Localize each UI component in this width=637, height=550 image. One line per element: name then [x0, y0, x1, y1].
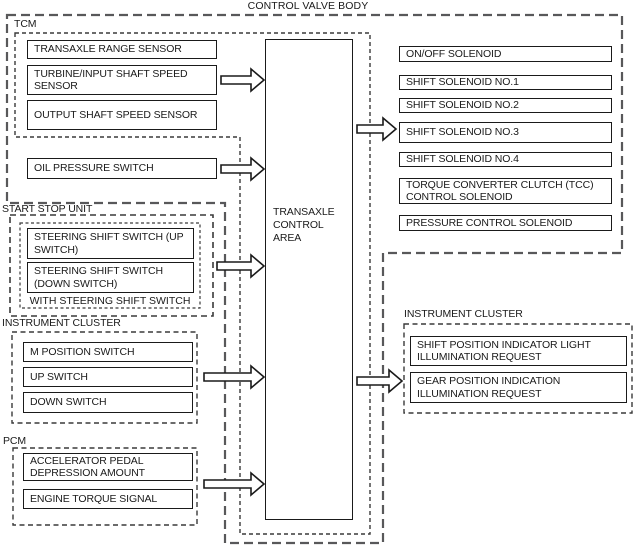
shift-solenoid-no3-text: SHIFT SOLENOID NO.3	[406, 126, 519, 139]
tcc-control-solenoid-box: TORQUE CONVERTER CLUTCH (TCC) CONTROL SO…	[399, 178, 612, 204]
engine-torque-signal-box: ENGINE TORQUE SIGNAL	[23, 489, 193, 509]
transaxle-control-area-text: TRANSAXLE CONTROL AREA	[273, 206, 335, 244]
oil-pressure-switch-text: OIL PRESSURE SWITCH	[34, 162, 154, 175]
down-switch-box: DOWN SWITCH	[23, 392, 193, 413]
instrument-cluster-outputs-outline	[403, 323, 633, 414]
arrow-tca-to-solenoids	[356, 116, 398, 142]
output-shaft-speed-sensor-text: OUTPUT SHAFT SPEED SENSOR	[34, 108, 198, 121]
tcc-control-solenoid-text: TORQUE CONVERTER CLUTCH (TCC) CONTROL SO…	[406, 178, 594, 204]
on-off-solenoid-text: ON/OFF SOLENOID	[406, 47, 502, 60]
control-valve-body-outline	[5, 13, 624, 545]
on-off-solenoid-box: ON/OFF SOLENOID	[399, 46, 612, 62]
shift-position-indicator-request-box: SHIFT POSITION INDICATOR LIGHT ILLUMINAT…	[410, 336, 627, 366]
shift-solenoid-no1-text: SHIFT SOLENOID NO.1	[406, 76, 519, 89]
pcm-label: PCM	[3, 435, 27, 447]
accelerator-pedal-depression-text: ACCELERATOR PEDAL DEPRESSION AMOUNT	[30, 454, 145, 480]
engine-torque-signal-text: ENGINE TORQUE SIGNAL	[30, 492, 158, 505]
pcm-outline	[12, 447, 198, 526]
output-shaft-speed-sensor-box: OUTPUT SHAFT SPEED SENSOR	[27, 100, 217, 130]
diagram-title: CONTROL VALVE BODY	[247, 0, 369, 12]
turbine-input-shaft-speed-sensor-box: TURBINE/INPUT SHAFT SPEED SENSOR	[27, 65, 217, 95]
with-steering-shift-switch-caption: WITH STEERING SHIFT SWITCH	[29, 295, 191, 307]
tcm-label: TCM	[14, 18, 37, 30]
start-stop-unit-outline	[9, 214, 214, 317]
pressure-control-solenoid-box: PRESSURE CONTROL SOLENOID	[399, 215, 612, 231]
gear-position-indication-request-box: GEAR POSITION INDICATION ILLUMINATION RE…	[410, 372, 627, 403]
instrument-cluster-inputs-label: INSTRUMENT CLUSTER	[2, 317, 121, 329]
shift-position-indicator-request-text: SHIFT POSITION INDICATOR LIGHT ILLUMINAT…	[417, 338, 591, 364]
shift-solenoid-no3-box: SHIFT SOLENOID NO.3	[399, 122, 612, 143]
arrow-tca-to-cluster-outputs	[356, 368, 404, 394]
steering-shift-switch-up-text: STEERING SHIFT SWITCH (UP SWITCH)	[34, 231, 184, 256]
steering-shift-switch-up-box: STEERING SHIFT SWITCH (UP SWITCH)	[27, 228, 194, 259]
shift-solenoid-no4-box: SHIFT SOLENOID NO.4	[399, 152, 612, 167]
accelerator-pedal-depression-box: ACCELERATOR PEDAL DEPRESSION AMOUNT	[23, 453, 193, 481]
turbine-input-shaft-speed-sensor-text: TURBINE/INPUT SHAFT SPEED SENSOR	[34, 67, 188, 93]
transaxle-range-sensor-text: TRANSAXLE RANGE SENSOR	[34, 43, 182, 56]
steering-shift-switch-down-text: STEERING SHIFT SWITCH (DOWN SWITCH)	[34, 265, 163, 290]
start-stop-unit-label: START STOP UNIT	[2, 203, 93, 215]
down-switch-text: DOWN SWITCH	[30, 396, 107, 409]
oil-pressure-switch-box: OIL PRESSURE SWITCH	[27, 158, 217, 179]
transaxle-range-sensor-box: TRANSAXLE RANGE SENSOR	[27, 40, 217, 59]
instrument-cluster-outputs-label: INSTRUMENT CLUSTER	[404, 308, 523, 320]
m-position-switch-box: M POSITION SWITCH	[23, 342, 193, 362]
steering-shift-switch-down-box: STEERING SHIFT SWITCH (DOWN SWITCH)	[27, 262, 194, 293]
up-switch-text: UP SWITCH	[30, 370, 88, 383]
arrow-start-stop-to-tca	[216, 253, 266, 279]
arrow-speed-sensors-to-tca	[220, 67, 266, 93]
pressure-control-solenoid-text: PRESSURE CONTROL SOLENOID	[406, 216, 573, 229]
arrow-cluster-switches-to-tca	[203, 364, 266, 390]
arrow-pcm-to-tca	[203, 471, 266, 497]
transaxle-control-area-box: TRANSAXLE CONTROL AREA	[265, 39, 353, 520]
shift-solenoid-no2-text: SHIFT SOLENOID NO.2	[406, 99, 519, 112]
arrow-oil-pressure-to-tca	[220, 156, 266, 182]
instrument-cluster-inputs-outline	[11, 331, 198, 424]
steering-shift-switch-group-outline	[19, 222, 201, 309]
shift-solenoid-no4-text: SHIFT SOLENOID NO.4	[406, 153, 519, 166]
shift-solenoid-no2-box: SHIFT SOLENOID NO.2	[399, 98, 612, 113]
up-switch-box: UP SWITCH	[23, 367, 193, 387]
m-position-switch-text: M POSITION SWITCH	[30, 345, 135, 358]
shift-solenoid-no1-box: SHIFT SOLENOID NO.1	[399, 75, 612, 90]
gear-position-indication-request-text: GEAR POSITION INDICATION ILLUMINATION RE…	[417, 375, 561, 400]
